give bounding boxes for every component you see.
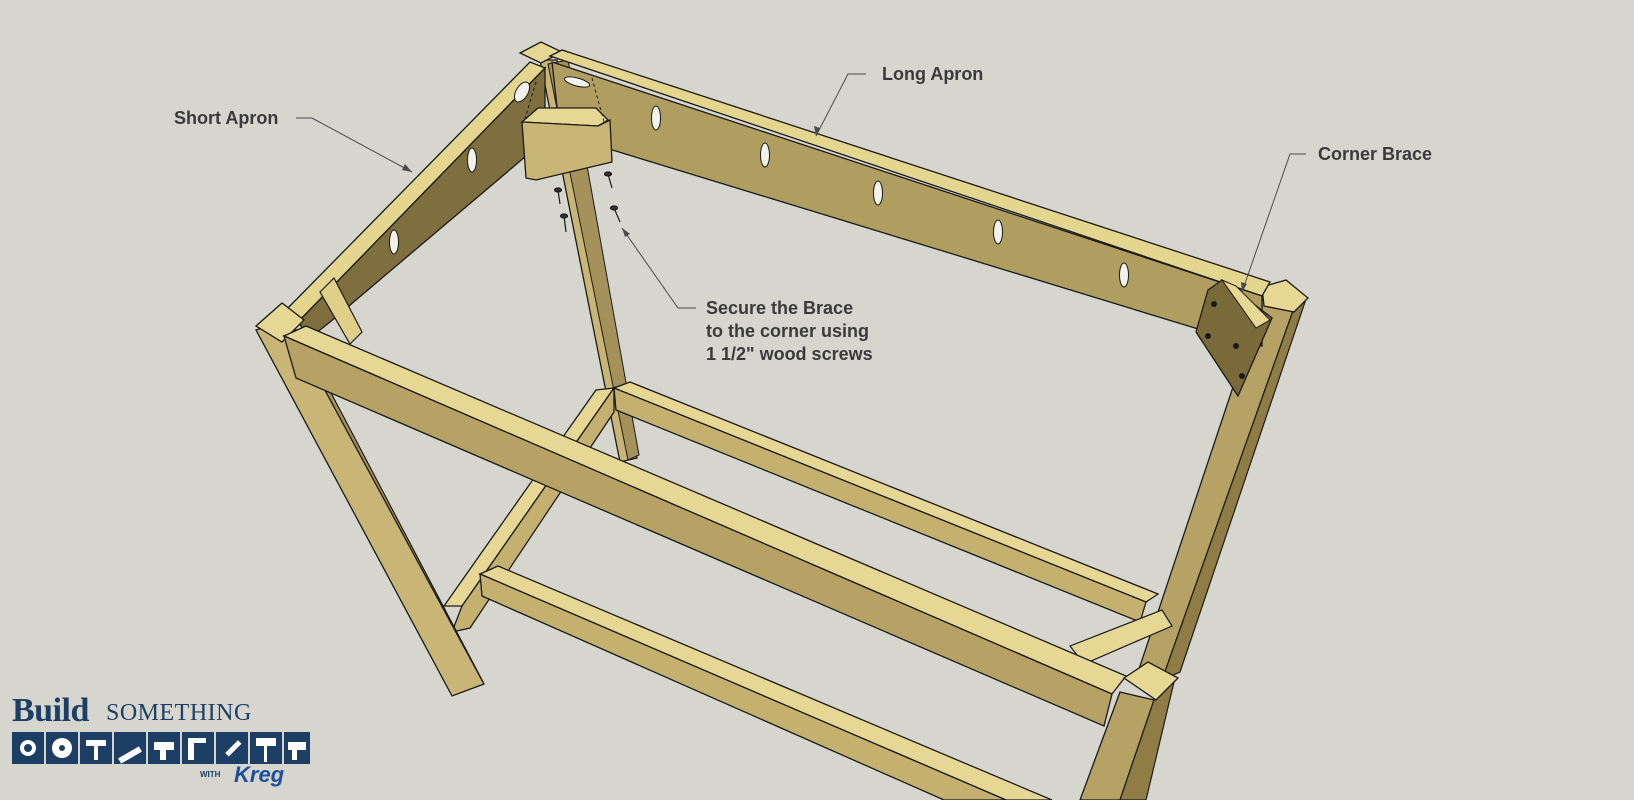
pocket-hole: [513, 81, 531, 103]
leader-short-apron: [296, 117, 413, 173]
wood-screw: [559, 213, 569, 233]
long-apron-face: [551, 61, 1263, 347]
screw-hole: [1211, 301, 1217, 307]
front-left-leg-side: [286, 319, 485, 685]
kreg-logo-text: Kreg: [234, 762, 285, 787]
pocket-hole: [467, 147, 477, 173]
leader-lines: [296, 73, 1306, 309]
secure-brace-note-line-2: to the corner using: [706, 321, 870, 341]
leader-corner-brace: [1241, 153, 1306, 293]
corner-brace-screw-holes: [1205, 301, 1245, 379]
logo-tool-icons: [12, 732, 310, 764]
screw-hole: [1233, 343, 1239, 349]
buildsomething-logo: Build SOMETHING: [12, 692, 312, 792]
wood-screw: [553, 187, 563, 205]
front-stretcher-top: [478, 565, 1053, 800]
back-right-leg-top: [1261, 279, 1309, 313]
assembly-guide-dashed: [591, 77, 605, 123]
leader-arrowheads: [402, 126, 1247, 292]
secure-brace-note: Secure the Brace to the corner using 1 1…: [706, 297, 873, 366]
arrowhead: [402, 164, 412, 172]
pocket-hole: [563, 76, 591, 88]
corner-brace-exploded-face: [521, 118, 613, 181]
short-apron-pocket-holes: [389, 81, 531, 255]
front-rail-top: [282, 325, 1128, 695]
arrowhead: [622, 228, 630, 237]
pocket-hole: [993, 219, 1003, 245]
leader-long-apron: [815, 73, 866, 137]
long-apron-label: Long Apron: [882, 64, 984, 84]
logo-something-text: SOMETHING: [106, 700, 252, 726]
logo-with-text: WITH: [200, 770, 221, 779]
arrowhead: [814, 126, 820, 136]
secure-brace-note-line-3: 1 1/2" wood screws: [706, 344, 873, 364]
pocket-hole: [760, 142, 770, 168]
front-right-leg-front: [1079, 691, 1155, 800]
wood-screw: [603, 171, 613, 189]
pocket-hole: [1119, 262, 1129, 288]
pocket-hole: [389, 229, 399, 255]
front-right-leg-top: [1122, 661, 1180, 701]
arrowhead: [1241, 282, 1247, 292]
screw-hole: [1239, 373, 1245, 379]
logo-build-text: Build: [12, 692, 89, 729]
clamp-icon: [182, 732, 214, 764]
leader-secure-brace: [621, 227, 696, 309]
pocket-hole: [651, 105, 661, 131]
wood-screws: [553, 171, 621, 233]
front-stretcher-face: [479, 572, 1007, 800]
assembly-guide-dashed: [523, 81, 537, 123]
screw-hole: [1205, 333, 1211, 339]
short-apron-top: [283, 61, 547, 323]
long-apron-pocket-holes: [563, 76, 1129, 288]
secure-brace-note-line-1: Secure the Brace: [706, 298, 854, 318]
corner-brace-label: Corner Brace: [1318, 144, 1433, 164]
corner-brace-installed-edge: [1220, 278, 1271, 329]
short-apron-label: Short Apron: [174, 108, 279, 128]
left-corner-brace: [319, 276, 363, 345]
pocket-hole: [873, 180, 883, 206]
front-left-leg-top: [254, 302, 305, 343]
front-rail-face: [282, 334, 1113, 727]
long-apron-top: [548, 49, 1271, 297]
wood-screw: [609, 205, 621, 223]
